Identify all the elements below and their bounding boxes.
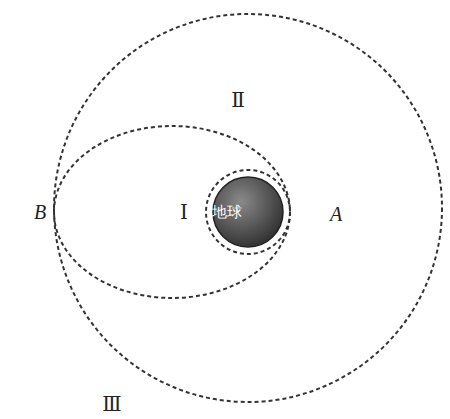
point-label: B xyxy=(34,202,46,222)
earth-globe: 地球 xyxy=(212,176,284,248)
orbit-ii xyxy=(54,126,290,298)
earth-label: 地球 xyxy=(212,203,242,222)
orbit-i xyxy=(206,170,290,254)
point-label: A xyxy=(330,204,342,224)
orbit-number: Ⅲ xyxy=(102,394,121,414)
orbit-number: Ⅰ xyxy=(180,202,188,222)
orbit-number: Ⅱ xyxy=(231,90,245,110)
orbit-iii xyxy=(54,14,442,402)
